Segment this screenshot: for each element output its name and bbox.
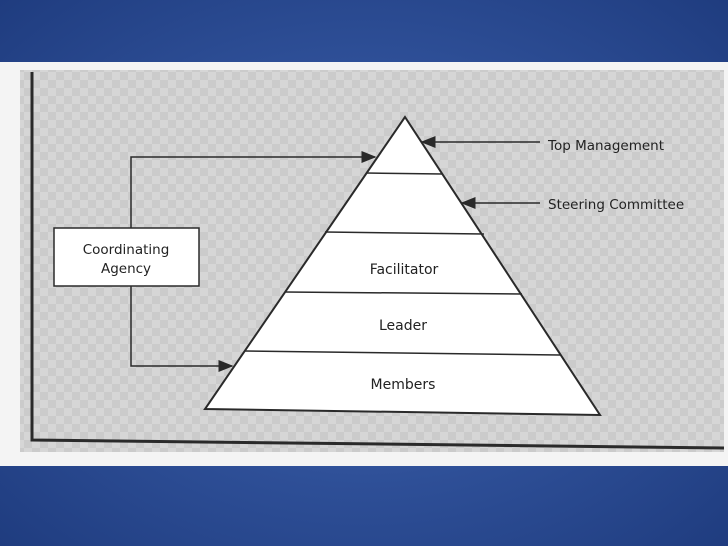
- tier-label-steering-committee: Steering Committee: [548, 197, 684, 213]
- tier-divider-1: [365, 172, 444, 175]
- diagram-frame: [30, 72, 725, 450]
- coordinating-agency-line1: Coordinating: [83, 242, 170, 258]
- tier-label-members: Members: [371, 377, 436, 393]
- connector-to-top: [130, 151, 377, 228]
- tier-divider-3: [284, 291, 523, 295]
- connector-to-members: [130, 286, 234, 372]
- pyramid-outline: [203, 115, 602, 417]
- tier-label-facilitator: Facilitator: [370, 262, 439, 278]
- tier-divider-2: [324, 231, 485, 235]
- coordinating-agency-line2: Agency: [101, 261, 151, 277]
- tier-divider-4: [244, 350, 561, 356]
- tier-label-top-management: Top Management: [547, 138, 664, 154]
- tier-label-leader: Leader: [379, 318, 427, 334]
- coordinating-agency-box: [53, 227, 200, 287]
